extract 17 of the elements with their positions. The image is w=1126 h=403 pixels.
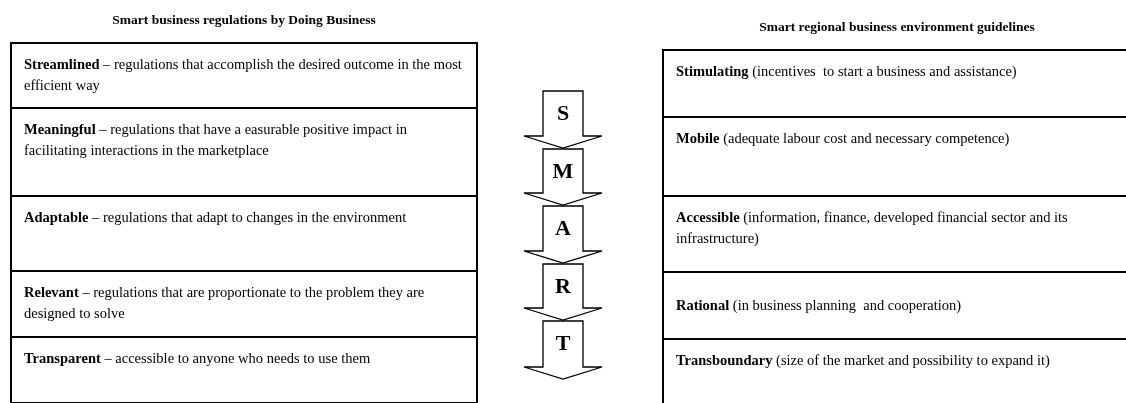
row-text: Accessible (information, finance, developed financial sector and its infrastructure) bbox=[676, 208, 1069, 248]
arrow-letter: M bbox=[551, 160, 575, 182]
row-text: Relevant – regulations that are proportionate to the problem they are designed to solve bbox=[24, 283, 426, 323]
row-text: Rational (in business planning and cooperation) bbox=[676, 296, 962, 315]
row-text: Meaningful – regulations that have a easurable positive impact in facilitating interactions in the marketplace bbox=[24, 120, 408, 160]
row-text: Transboundary (size of the market and possibility to expand it) bbox=[676, 351, 1050, 370]
arrow-letter: T bbox=[554, 332, 572, 354]
row-text: Mobile (adequate labour cost and necessary competence) bbox=[676, 129, 1010, 148]
table-heading: Smart business regulations by Doing Business bbox=[111, 11, 377, 29]
row-text: Transparent – accessible to anyone who needs to use them bbox=[24, 349, 371, 368]
row-text: Stimulating (incentives to start a business and assistance) bbox=[676, 62, 1017, 81]
arrow-letter: A bbox=[554, 217, 572, 239]
arrow-letter: R bbox=[554, 275, 572, 297]
table-heading: Smart regional business environment guidelines bbox=[758, 18, 1036, 36]
arrow-letter: S bbox=[555, 102, 571, 124]
row-text: Streamlined – regulations that accomplish the desired outcome in the most efficient way bbox=[24, 55, 463, 95]
row-text: Adaptable – regulations that adapt to changes in the environment bbox=[24, 208, 407, 227]
